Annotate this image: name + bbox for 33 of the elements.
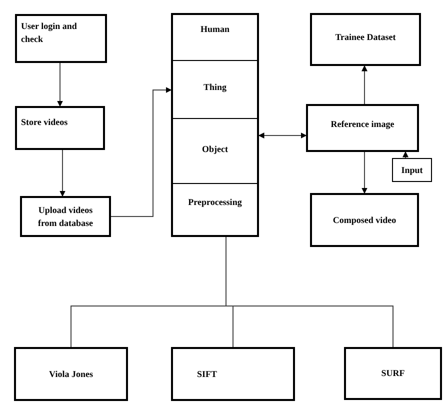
node-label: Viola Jones [49,368,93,380]
node-label: Object [202,143,228,156]
node-label: Human [200,23,230,36]
process-box [171,347,295,401]
process-box [20,196,111,237]
connector-line [110,87,172,217]
node-label: SIFT [197,368,218,380]
connector-line [258,132,307,138]
connector-line [226,236,394,348]
node-label: User login and check [21,20,78,46]
stacked-box [171,13,259,237]
process-box [310,193,419,247]
connector-line [57,62,63,107]
node-label: Store videos [21,116,68,129]
input-box [392,158,432,182]
connector-line [60,150,66,197]
node-label: Composed video [332,214,396,226]
node-label: SURF [381,367,405,380]
node-label: Trainee Dataset [335,31,396,44]
node-label: Reference image [330,118,394,131]
node-label: Input [401,164,423,176]
connector-line [402,151,408,158]
node-label: Upload videos from database [36,204,94,230]
process-box [15,14,107,63]
process-box [15,106,105,150]
process-box [310,13,421,66]
connector-line [362,65,368,104]
process-box [344,347,442,400]
connector-line [362,152,368,194]
node-label: Preprocessing [188,196,242,209]
node-label: Thing [203,81,226,94]
process-box [306,104,419,152]
process-box [14,347,128,401]
